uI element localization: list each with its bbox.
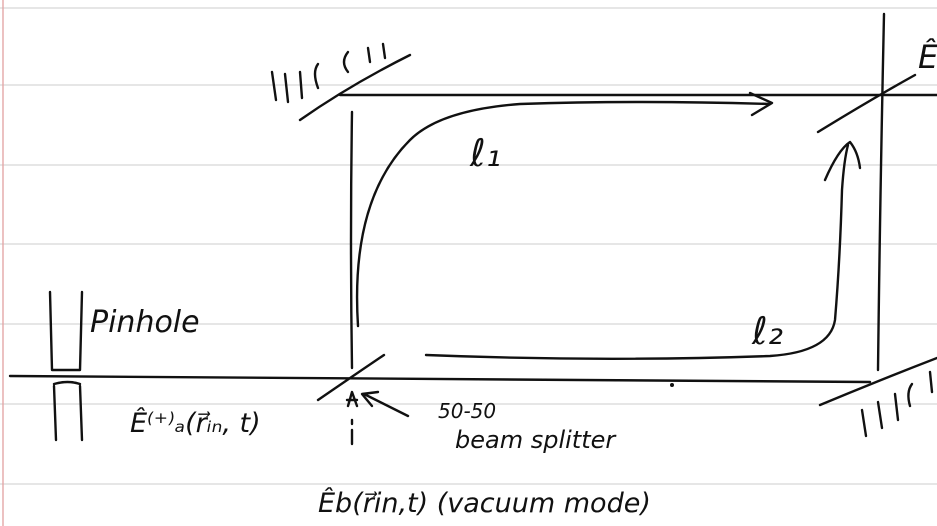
input-field-label: Ê⁽⁺⁾ₐ(r⃗ᵢₙ, t) [130,407,261,439]
vacuum-field-label: Êb(r⃗in,t) (vacuum mode) [318,487,651,519]
splitter-pointer-arrow [345,390,410,446]
pinhole-label: Pinhole [90,305,200,340]
path-2-arrow [424,140,862,360]
input-beam-line [8,374,872,384]
top-right-beam-splitter [816,73,917,134]
path-2-label: ℓ₂ [751,309,783,353]
splitter-ratio-label: 50-50 [438,399,496,423]
ruled-lines [0,7,937,485]
pinhole-aperture [48,290,84,442]
bottom-left-beam-splitter [316,353,386,402]
right-vertical-beam [876,12,886,372]
output-field-label: Ê [918,38,937,76]
path-1-label: ℓ₁ [469,131,501,175]
splitter-name-label: beam splitter [455,426,617,454]
ink-dot [670,383,674,387]
bottom-right-mirror [818,356,937,438]
path-1-arrow [355,91,774,328]
top-left-mirror [270,42,412,122]
top-beam-line [338,93,937,97]
left-vertical-beam [349,110,354,370]
